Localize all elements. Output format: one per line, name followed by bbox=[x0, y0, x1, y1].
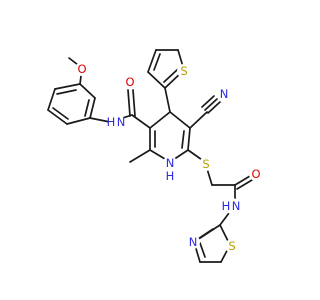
atom-thiazole-n: N bbox=[189, 235, 198, 249]
bond-cn-triple-b bbox=[207, 101, 221, 114]
bond-ar-3 bbox=[66, 117, 91, 125]
molecule-structure: O N H O S N N H S O H N N S bbox=[47, 49, 263, 263]
bond-carbonyl-c3 bbox=[131, 114, 151, 129]
atom-thioether-s: S bbox=[202, 157, 209, 171]
bond-tz-dbl-2 bbox=[197, 228, 214, 240]
bond-c4-thiophene bbox=[164, 87, 171, 113]
atom-labels-layer: O N H O S N N H S O H N N S bbox=[75, 62, 263, 253]
bond-dhp-c5-c6-dbl bbox=[181, 130, 185, 149]
bond-ar-dbl-2 bbox=[52, 107, 69, 120]
bond-th-1 bbox=[147, 71, 166, 89]
bond-co-2b bbox=[236, 179, 253, 190]
bond-ar-5 bbox=[47, 88, 56, 111]
atom-thiophene-s: S bbox=[180, 64, 187, 78]
bond-aryl-n bbox=[89, 117, 111, 123]
bond-c5-cn bbox=[189, 111, 208, 129]
atom-amide2-nh-h: H bbox=[222, 199, 231, 213]
bond-ar-1 bbox=[79, 83, 96, 99]
bond-ar-2 bbox=[89, 97, 96, 119]
bond-cn-triple-a bbox=[204, 98, 218, 111]
atom-amide2-o: O bbox=[251, 167, 260, 181]
bond-ar-dbl-3 bbox=[84, 99, 90, 117]
bonds-layer bbox=[47, 49, 253, 263]
bond-dhp-c4-c5 bbox=[169, 111, 191, 129]
bond-dhp-c5-c6 bbox=[187, 127, 191, 151]
bond-th-2 bbox=[147, 49, 157, 73]
bond-co-1b bbox=[132, 89, 136, 117]
bond-th-dbl-1 bbox=[153, 53, 161, 71]
bond-th-dbl-2 bbox=[163, 68, 179, 83]
atom-amide2-nh-n: N bbox=[232, 199, 241, 213]
bond-co-1a bbox=[127, 89, 131, 117]
bond-ar-6 bbox=[54, 83, 81, 90]
atom-nitrile-n: N bbox=[220, 87, 229, 101]
bond-ar-4 bbox=[47, 109, 68, 125]
atom-amide1-nh-h: H bbox=[107, 115, 116, 129]
bond-dhp-c3-c4 bbox=[149, 111, 171, 129]
atom-thiazole-s: S bbox=[228, 239, 235, 253]
bond-tz-dbl-1 bbox=[199, 242, 206, 258]
atom-amide1-nh-n: N bbox=[117, 115, 126, 129]
bond-co-2a bbox=[234, 175, 251, 186]
atom-amide1-o: O bbox=[125, 75, 134, 89]
atom-ring-h: H bbox=[166, 169, 175, 183]
bond-c2-methyl bbox=[129, 149, 151, 163]
bond-ar-dbl-1 bbox=[56, 89, 77, 95]
atom-ring-n: N bbox=[166, 156, 175, 170]
atom-methoxy-o: O bbox=[77, 62, 86, 76]
bond-cn-triple-c bbox=[201, 95, 215, 108]
